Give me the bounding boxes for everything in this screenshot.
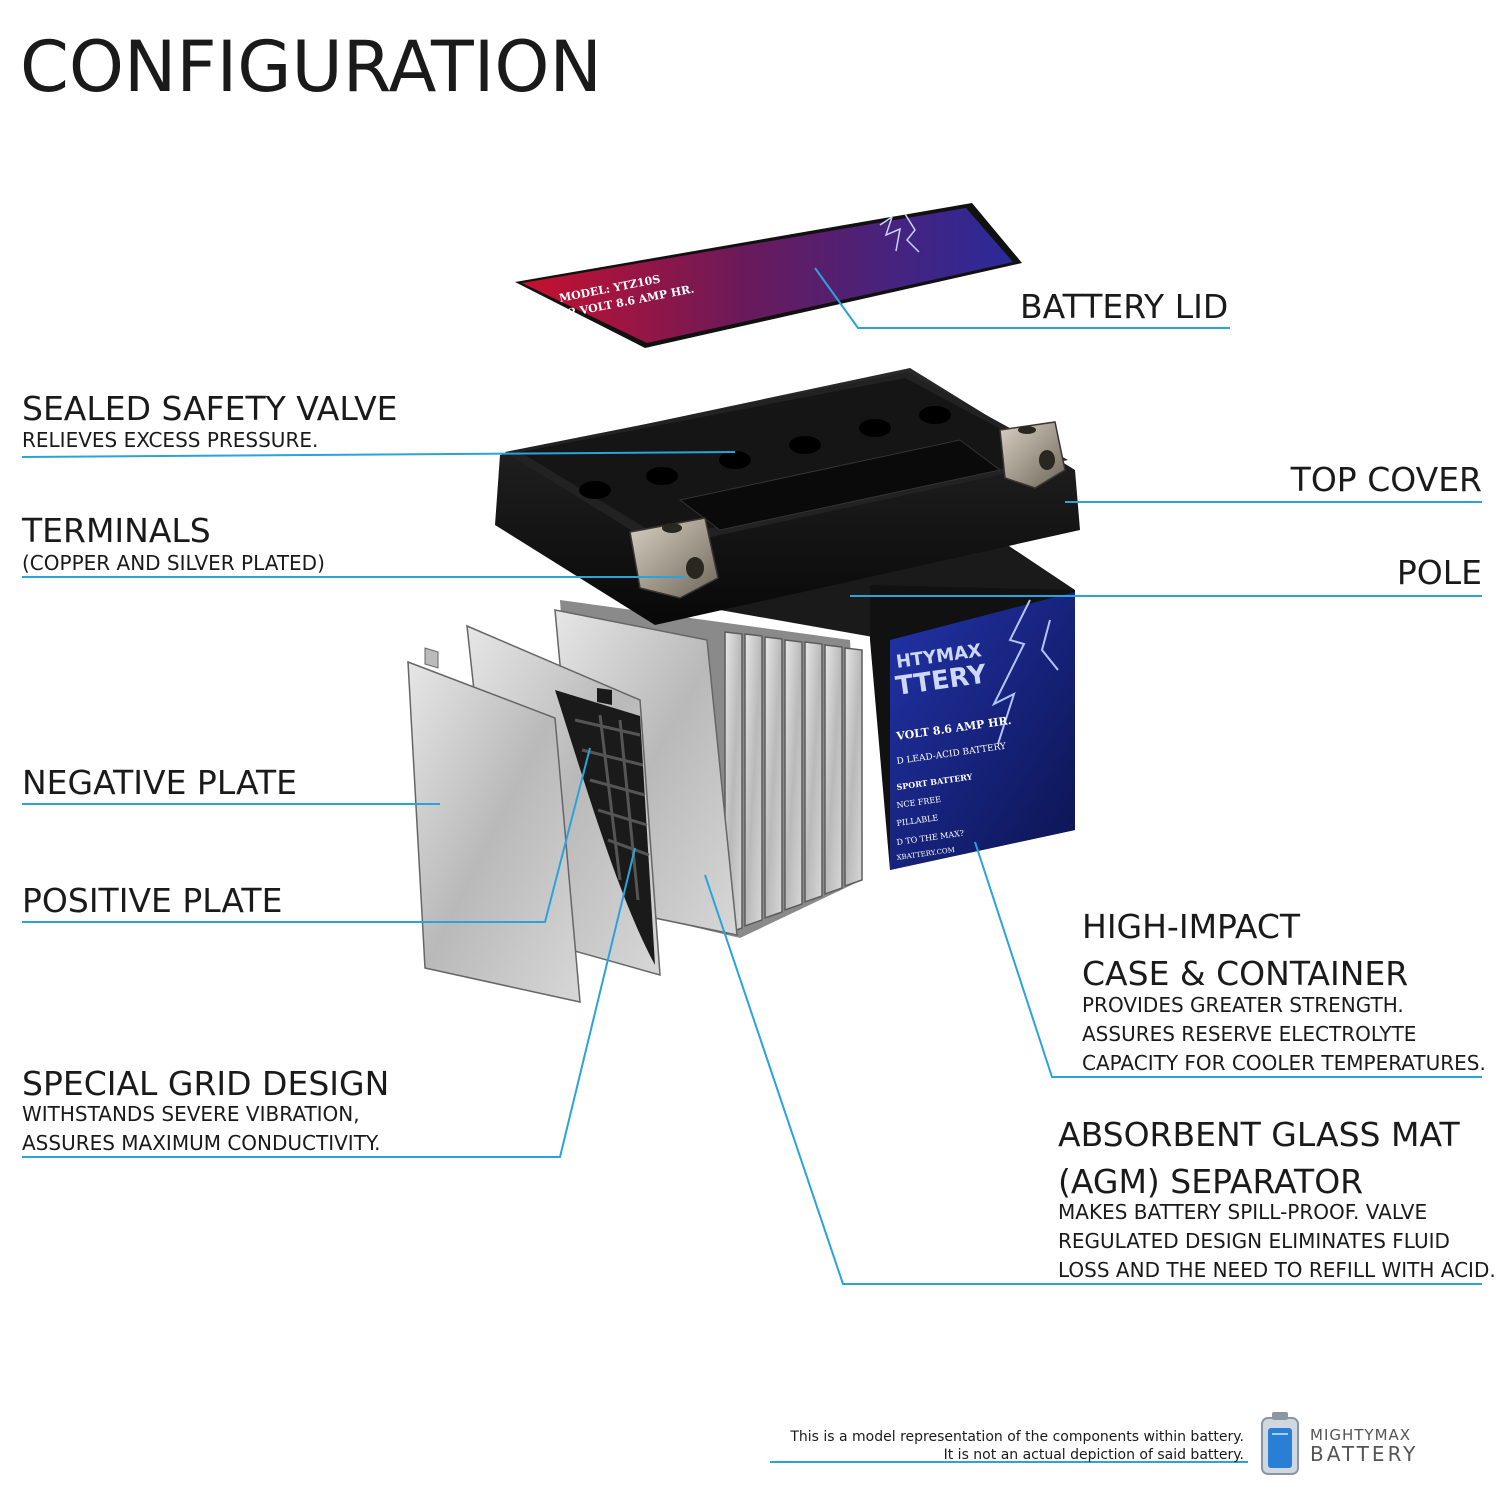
footer-note-line1: This is a model representation of the co… <box>790 1429 1244 1445</box>
desc-agm-line3: LOSS AND THE NEED TO REFILL WITH ACID. <box>1058 1258 1496 1282</box>
label-case-line1: HIGH-IMPACT <box>1082 907 1301 946</box>
desc-grid-line1: WITHSTANDS SEVERE VIBRATION, <box>22 1102 360 1126</box>
desc-case-line1: PROVIDES GREATER STRENGTH. <box>1082 993 1404 1017</box>
safety-valve-holes <box>579 406 951 499</box>
lightning-graphic <box>879 213 920 253</box>
desc-grid-line2: ASSURES MAXIMUM CONDUCTIVITY. <box>22 1131 381 1155</box>
footer-note: This is a model representation of the co… <box>790 1428 1244 1464</box>
leader-sealed-safety-valve <box>21 451 736 458</box>
desc-agm-line2: REGULATED DESIGN ELIMINATES FLUID <box>1058 1229 1450 1253</box>
brand-logo-line1: MIGHTYMAX <box>1310 1426 1412 1444</box>
desc-case-line3: CAPACITY FOR COOLER TEMPERATURES. <box>1082 1051 1486 1075</box>
battery-logo-icon <box>1261 1412 1299 1475</box>
leader-positive-plate <box>22 747 591 923</box>
leader-battery-lid <box>814 267 1230 329</box>
brand-logo-line2: BATTERY <box>1310 1442 1419 1466</box>
label-positive-plate: POSITIVE PLATE <box>22 881 283 920</box>
label-terminals: TERMINALS <box>22 511 211 550</box>
leader-case-container <box>974 841 1482 1078</box>
case-lightning-graphic <box>991 599 1059 745</box>
brand-logo: MIGHTYMAX BATTERY <box>1310 1427 1418 1465</box>
label-special-grid: SPECIAL GRID DESIGN <box>22 1064 390 1103</box>
label-pole: POLE <box>1396 553 1482 592</box>
leader-lines <box>21 267 1482 1463</box>
negative-plate-graphic <box>407 660 581 1003</box>
label-agm-line2: (AGM) SEPARATOR <box>1058 1162 1364 1201</box>
desc-case-line2: ASSURES RESERVE ELECTROLYTE <box>1082 1022 1417 1046</box>
leader-special-grid <box>22 847 636 1158</box>
battery-lid: MODEL: YTZ10S 12 VOLT 8.6 AMP HR. <box>515 203 1022 348</box>
label-battery-lid: BATTERY LID <box>1020 287 1229 326</box>
desc-terminals: (COPPER AND SILVER PLATED) <box>22 551 325 575</box>
label-top-cover: TOP COVER <box>1290 460 1482 499</box>
leader-agm-separator <box>704 874 1482 1285</box>
label-case-line2: CASE & CONTAINER <box>1082 954 1409 993</box>
label-agm-line1: ABSORBENT GLASS MAT <box>1058 1115 1460 1154</box>
page-title: CONFIGURATION <box>20 26 602 108</box>
desc-agm-line1: MAKES BATTERY SPILL-PROOF. VALVE <box>1058 1200 1428 1224</box>
label-negative-plate: NEGATIVE PLATE <box>22 763 297 802</box>
desc-sealed-safety-valve: RELIEVES EXCESS PRESSURE. <box>22 428 319 452</box>
footer-note-line2: It is not an actual depiction of said ba… <box>943 1447 1244 1463</box>
label-sealed-safety-valve: SEALED SAFETY VALVE <box>22 389 398 428</box>
grid-pattern <box>574 714 650 901</box>
terminal-right <box>999 421 1066 489</box>
